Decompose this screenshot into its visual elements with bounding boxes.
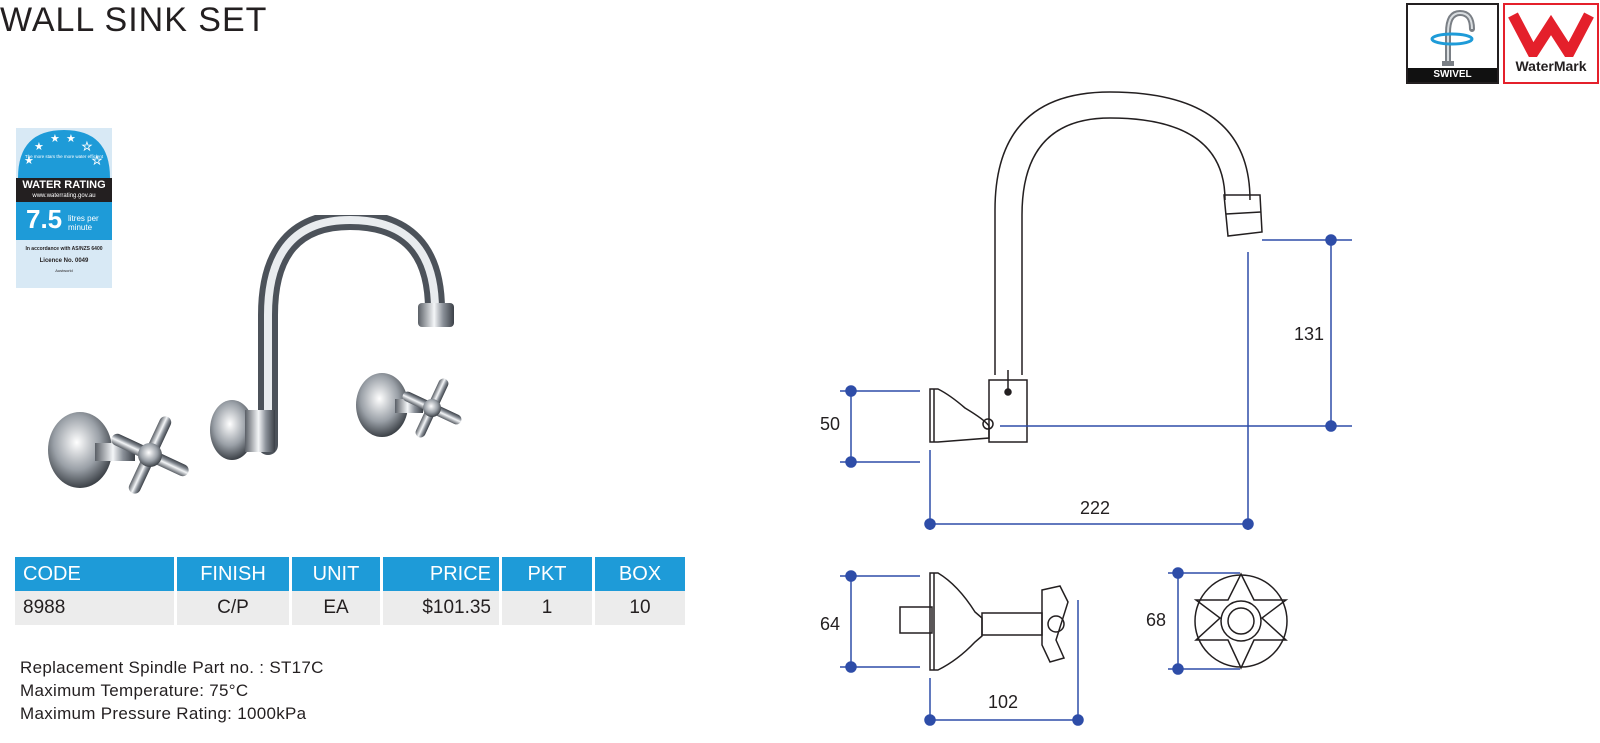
- water-rating-footer: In accordance with AS/NZS 6400 Licence N…: [16, 242, 112, 273]
- note-pressure: Maximum Pressure Rating: 1000kPa: [20, 704, 307, 723]
- table-cell-price: $101.35: [383, 591, 499, 625]
- svg-text:★: ★: [82, 141, 92, 153]
- table-header-unit: UNIT: [292, 557, 380, 591]
- svg-text:★: ★: [50, 133, 60, 145]
- svg-text:★: ★: [24, 155, 34, 167]
- water-rating-stars-icon: ★ ★ ★ ★ ★ ★ The more stars the more wate…: [18, 130, 110, 178]
- table-header-finish: FINISH: [177, 557, 289, 591]
- table-cell-unit: EA: [292, 591, 380, 625]
- water-rating-value-box: 7.5 litres per minute: [16, 202, 112, 240]
- spec-table: CODE FINISH UNIT PRICE PKT BOX 8988 C/P …: [12, 557, 688, 625]
- table-header-row: CODE FINISH UNIT PRICE PKT BOX: [15, 557, 685, 591]
- table-header-code: CODE: [15, 557, 174, 591]
- water-rating-value: 7.5: [26, 204, 63, 234]
- note-temperature: Maximum Temperature: 75°C: [20, 681, 249, 700]
- table-cell-box: 10: [595, 591, 685, 625]
- table-cell-pkt: 1: [502, 591, 592, 625]
- spec-notes: Replacement Spindle Part no. : ST17C Max…: [20, 656, 324, 725]
- side-elevation-drawing: [929, 91, 1263, 443]
- water-rating-url: www.waterrating.gov.au: [32, 193, 96, 199]
- product-image: [48, 215, 462, 494]
- dimension-102: 102: [988, 692, 1019, 712]
- dimension-lines: [840, 234, 1352, 726]
- handle-front-drawing: [1193, 572, 1289, 670]
- water-rating-unit: litres per minute: [68, 214, 99, 232]
- dimension-64: 64: [820, 614, 841, 634]
- water-rating-standard: In accordance with AS/NZS 6400: [25, 246, 103, 252]
- svg-text:★: ★: [92, 155, 102, 167]
- water-rating-label: ★ ★ ★ ★ ★ ★ The more stars the more wate…: [16, 128, 112, 288]
- dimension-50: 50: [820, 414, 841, 434]
- watermark-label: WaterMark: [1515, 58, 1587, 74]
- watermark-logo-icon: [1508, 12, 1594, 64]
- dimension-131: 131: [1294, 324, 1325, 344]
- swivel-tap-icon: [1430, 9, 1475, 66]
- tap-side-drawing: [899, 572, 1069, 671]
- dimension-222: 222: [1080, 498, 1111, 518]
- table-cell-code: 8988: [15, 591, 174, 625]
- svg-text:★: ★: [66, 133, 76, 145]
- note-spindle: Replacement Spindle Part no. : ST17C: [20, 658, 324, 677]
- table-header-box: BOX: [595, 557, 685, 591]
- swivel-label: SWIVEL: [1408, 68, 1497, 82]
- water-rating-heading-bar: WATER RATING www.waterrating.gov.au: [16, 178, 112, 202]
- water-rating-star-text: The more stars the more water efficient: [25, 154, 104, 159]
- page-title: WALL SINK SET: [0, 1, 268, 39]
- watermark-badge: WaterMark: [1503, 3, 1599, 84]
- table-cell-finish: C/P: [177, 591, 289, 625]
- swivel-badge: SWIVEL: [1406, 3, 1499, 84]
- water-rating-company: Austworld: [55, 268, 73, 273]
- water-rating-licence: Licence No. 0049: [39, 258, 89, 264]
- table-header-price: PRICE: [383, 557, 499, 591]
- table-row: 8988 C/P EA $101.35 1 10: [15, 591, 685, 625]
- table-header-pkt: PKT: [502, 557, 592, 591]
- svg-text:★: ★: [34, 141, 44, 153]
- water-rating-heading: WATER RATING: [22, 179, 106, 191]
- dimension-68: 68: [1146, 610, 1167, 630]
